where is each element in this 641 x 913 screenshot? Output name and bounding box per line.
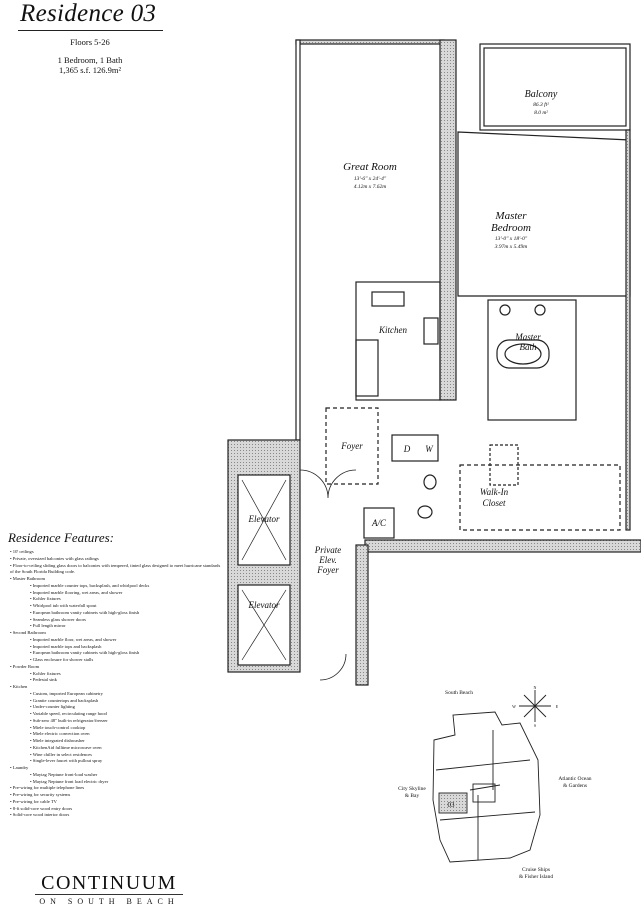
- elevator-label-2: Elevator: [248, 600, 280, 610]
- logo-rule: [35, 894, 183, 895]
- great-room-dim-m: 4.12m x 7.62m: [354, 183, 386, 190]
- site-city-2: & Bay: [405, 793, 420, 799]
- walk-in-closet-label-1: Walk-In: [480, 487, 509, 497]
- balcony-label: Balcony: [525, 89, 558, 100]
- feature-subitem: Maytag Neptune front-load washer: [10, 772, 225, 779]
- feature-subitem: Imported marble floor, wet areas, and sh…: [10, 637, 225, 644]
- feature-subitem: Sub-zero 48" built-in refrigerator/freez…: [10, 718, 225, 725]
- compass-s: S: [534, 723, 536, 728]
- elevator-label-1: Elevator: [248, 514, 280, 524]
- great-room-label: Great Room: [343, 161, 397, 173]
- master-bedroom-label-1: Master: [494, 210, 527, 222]
- beds-baths-label: 1 Bedroom, 1 Bath: [57, 55, 123, 65]
- foyer-label: Foyer: [340, 441, 363, 451]
- title-rule: [18, 30, 163, 31]
- private-foyer-label-1: Private: [314, 545, 342, 555]
- feature-item: Pre-wiring for cable TV: [10, 799, 225, 806]
- feature-item: Floor-to-ceiling sliding glass doors to …: [10, 563, 225, 577]
- feature-item: 10' ceilings: [10, 549, 225, 556]
- feature-subitem: Whirlpool tub with waterfall spout: [10, 603, 225, 610]
- master-bedroom-dim-m: 3.97m x 5.49m: [494, 243, 527, 250]
- feature-subitem: Custom, imported European cabinetry: [10, 691, 225, 698]
- feature-item: Second Bathroom: [10, 630, 225, 637]
- feature-subitem: Pedestal sink: [10, 677, 225, 684]
- walls: [227, 39, 641, 686]
- residence-title: Residence 03: [20, 0, 157, 27]
- site-city-1: City Skyline: [398, 786, 426, 792]
- site-south-beach: South Beach: [445, 690, 473, 696]
- site-cruise-1: Cruise Ships: [522, 867, 550, 873]
- feature-item: Solid-core wood interior doors: [10, 812, 225, 819]
- logo-tagline: ON SOUTH BEACH: [39, 897, 179, 906]
- feature-item: Laundry: [10, 765, 225, 772]
- feature-item: Private, oversized balconies with glass …: [10, 556, 225, 563]
- feature-subitem: Full length mirror: [10, 623, 225, 630]
- logo-name: CONTINUUM: [41, 872, 177, 894]
- feature-subitem: Kohler fixtures: [10, 596, 225, 603]
- washer-label: W: [425, 444, 434, 454]
- master-bath-label-1: Master: [514, 332, 541, 342]
- private-foyer-label-2: Elev.: [318, 555, 337, 565]
- features-list: 10' ceilingsPrivate, oversized balconies…: [10, 549, 225, 819]
- feature-subitem: Under-counter lighting: [10, 704, 225, 711]
- feature-subitem: Miele electric convection oven: [10, 731, 225, 738]
- feature-item: Master Bathroom: [10, 576, 225, 583]
- master-bath-label-2: Bath: [520, 342, 537, 352]
- site-map: [432, 690, 551, 863]
- feature-item: Kitchen: [10, 684, 225, 691]
- feature-subitem: European bathroom vanity cabinets with h…: [10, 610, 225, 617]
- feature-subitem: Granite countertops and backsplash: [10, 698, 225, 705]
- kitchen-label: Kitchen: [378, 325, 407, 335]
- compass-n: N: [534, 685, 537, 690]
- feature-subitem: Imported marble flooring, wet areas, and…: [10, 590, 225, 597]
- feature-subitem: Single-lever faucet with pullout spray: [10, 758, 225, 765]
- feature-item: 8-ft solid-core wood entry doors: [10, 806, 225, 813]
- feature-subitem: Wine chiller in select residences: [10, 752, 225, 759]
- feature-item: Pre-wiring for security systems: [10, 792, 225, 799]
- continuum-logo: CONTINUUM ON SOUTH BEACH: [35, 873, 183, 906]
- master-bedroom-dim-ft: 13'-0" x 18'-0": [495, 236, 528, 242]
- area-label: 1,365 s.f. 126.9m²: [58, 65, 122, 75]
- compass-e: E: [556, 704, 559, 709]
- feature-item: Powder Room: [10, 664, 225, 671]
- feature-subitem: Imported marble counter tops, backsplash…: [10, 583, 225, 590]
- private-foyer-label-3: Foyer: [316, 565, 339, 575]
- site-unit-label: 03: [448, 801, 456, 809]
- balcony-dim-m: 8.0 m²: [534, 110, 548, 116]
- compass-w: W: [512, 704, 516, 709]
- feature-subitem: European bathroom vanity cabinets with h…: [10, 650, 225, 657]
- site-cruise-2: & Fisher Island: [519, 874, 553, 880]
- feature-subitem: Miele touch-control cooktop: [10, 725, 225, 732]
- walk-in-closet-label-2: Closet: [482, 498, 506, 508]
- great-room-dim-ft: 13'-6" x 24'-4": [354, 175, 387, 182]
- balcony-dim-ft: 86.3 ft²: [533, 101, 549, 108]
- feature-subitem: Miele integrated dishwasher: [10, 738, 225, 745]
- site-ocean-1: Atlantic Ocean: [558, 776, 591, 782]
- feature-subitem: KitchenAid fulltime microwave oven: [10, 745, 225, 752]
- feature-subitem: Glass enclosure for shower stalls: [10, 657, 225, 664]
- feature-subitem: Variable speed, recirculating range hood: [10, 711, 225, 718]
- compass-icon: [519, 690, 551, 722]
- floors-label: Floors 5-26: [70, 37, 110, 47]
- feature-subitem: Imported marble tops and backsplash: [10, 644, 225, 651]
- feature-subitem: Kohler fixtures: [10, 671, 225, 678]
- master-bedroom-label-2: Bedroom: [491, 222, 531, 234]
- dryer-label: D: [403, 444, 411, 454]
- features-heading: Residence Features:: [8, 530, 114, 545]
- feature-item: Pre-wiring for multiple telephone lines: [10, 785, 225, 792]
- ac-label: A/C: [371, 518, 387, 528]
- site-ocean-2: & Gardens: [563, 783, 587, 789]
- feature-subitem: Seamless glass shower doors: [10, 617, 225, 624]
- feature-subitem: Maytag Neptune front load electric dryer: [10, 779, 225, 786]
